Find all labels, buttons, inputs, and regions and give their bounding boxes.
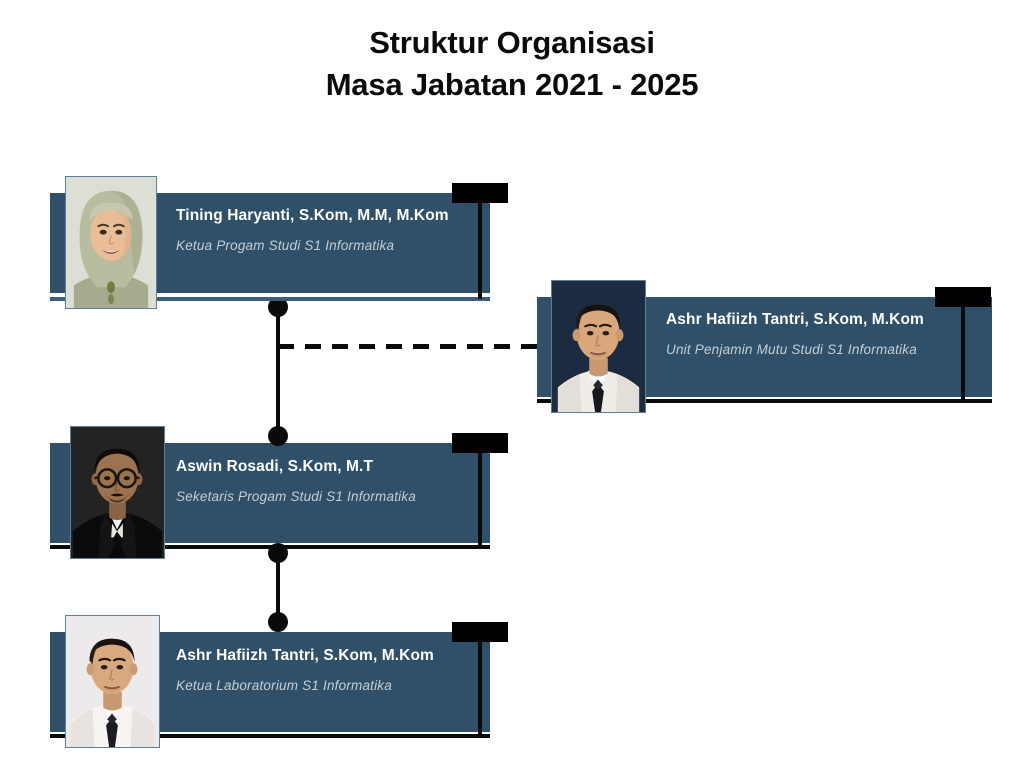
portrait-man-white-shirt-light-bg-photo	[66, 616, 159, 747]
member-role: Ketua Progam Studi S1 Informatika	[176, 238, 395, 253]
member-name: Tining Haryanti, S.Kom, M.M, M.Kom	[176, 207, 449, 224]
member-photo-frame	[65, 615, 160, 748]
member-role: Unit Penjamin Mutu Studi S1 Informatika	[666, 342, 917, 357]
card-text-block: Aswin Rosadi, S.Kom, M.T Seketaris Proga…	[176, 458, 416, 504]
member-name: Aswin Rosadi, S.Kom, M.T	[176, 458, 374, 475]
card-flag-bar	[452, 433, 508, 453]
card-text-block: Ashr Hafiizh Tantri, S.Kom, M.Kom Unit P…	[666, 311, 924, 357]
card-stem-line	[478, 196, 482, 299]
connector-ketua-to-sekretaris-dot-bottom	[268, 426, 288, 446]
member-photo-frame	[65, 176, 157, 309]
card-baseline	[50, 545, 490, 549]
card-flag-bar	[452, 183, 508, 203]
portrait-man-glasses-black-suit-photo	[71, 427, 164, 558]
card-baseline	[537, 399, 992, 403]
member-name: Ashr Hafiizh Tantri, S.Kom, M.Kom	[666, 311, 924, 328]
connector-ketua-to-sekretaris-line	[276, 305, 280, 437]
member-name: Ashr Hafiizh Tantri, S.Kom, M.Kom	[176, 647, 434, 664]
member-role: Seketaris Progam Studi S1 Informatika	[176, 489, 417, 504]
card-stem-line	[961, 300, 965, 401]
card-text-block: Tining Haryanti, S.Kom, M.M, M.Kom Ketua…	[176, 207, 449, 253]
member-photo-frame	[70, 426, 165, 559]
card-stem-line	[478, 446, 482, 547]
card-baseline	[50, 734, 490, 738]
connector-ketua-to-penjamin-mutu-dashed	[278, 344, 546, 349]
card-text-block: Ashr Hafiizh Tantri, S.Kom, M.Kom Ketua …	[176, 647, 434, 693]
title-line-2: Masa Jabatan 2021 - 2025	[325, 66, 699, 102]
card-flag-bar	[935, 287, 991, 307]
title-line-1: Struktur Organisasi	[369, 25, 655, 60]
connector-ketua-to-sekretaris-dot-top	[268, 297, 288, 317]
portrait-man-white-shirt-dark-bg-photo	[552, 281, 645, 412]
card-underline	[50, 297, 490, 301]
member-photo-frame	[551, 280, 646, 413]
page-title: Struktur Organisasi Masa Jabatan 2021 - …	[0, 22, 1024, 105]
connector-sekretaris-to-laboratorium-dot-bottom	[268, 612, 288, 632]
member-role: Ketua Laboratorium S1 Informatika	[176, 678, 392, 693]
portrait-woman-green-hijab-photo	[66, 177, 156, 308]
card-stem-line	[478, 635, 482, 736]
connector-sekretaris-to-laboratorium-line	[276, 551, 280, 623]
card-flag-bar	[452, 622, 508, 642]
